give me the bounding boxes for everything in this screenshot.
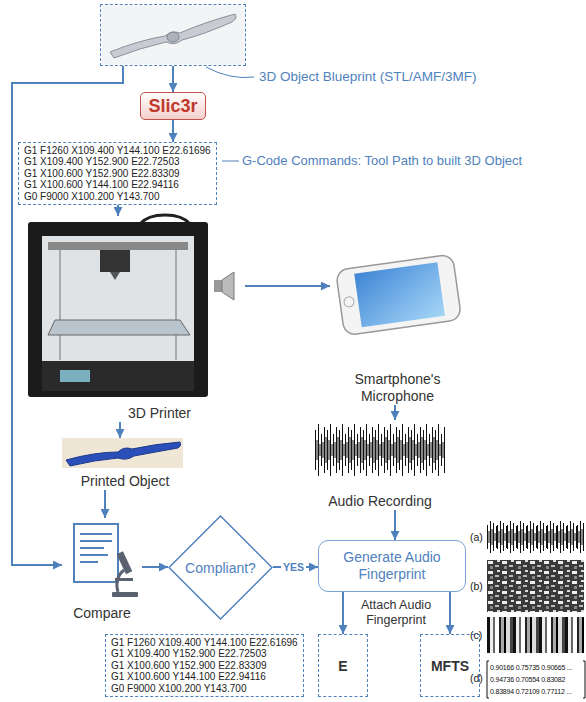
node-text: G1 F1260 X109.400 Y144.100 E22.61696 (24, 145, 211, 156)
panel-label: (c) (470, 629, 482, 641)
node-text: G1 X100.600 Y152.900 E22.83309 (111, 660, 298, 671)
node-text: G1 X100.600 Y152.900 E22.83309 (24, 168, 211, 179)
matrix-row: 0.90166 0.75735 0.90665 ... (490, 663, 572, 673)
blueprint-image: 3D Object Blueprint (STL/AMF/3MF) (100, 4, 246, 66)
node-text: G1 X100.600 Y144.100 E22.94116 (24, 179, 211, 190)
node-text: G1 X109.400 Y152.900 E22.72503 (111, 648, 298, 659)
node-text: G0 F9000 X100.200 Y143.700 (24, 191, 211, 202)
node-text: G1 X109.400 Y152.900 E22.72503 (24, 156, 211, 167)
node-text: G0 F9000 X100.200 Y143.700 (111, 683, 298, 694)
matrix-row: 0.94736 0.70554 0.83082 (490, 675, 565, 685)
node-text: E (338, 658, 347, 674)
flow-arrow (449, 592, 451, 634)
callout-text: G-Code Commands: Tool Path to built 3D O… (242, 153, 522, 168)
flow-arrow (394, 405, 396, 420)
node-text: 3D Printer (128, 405, 191, 422)
flow-arrow (104, 490, 106, 518)
decision-diamond: Compliant? (168, 515, 273, 620)
flow-arrow (172, 120, 174, 142)
flow-arrow (12, 66, 123, 565)
data-box: E (318, 634, 368, 697)
data-box: MFTS (420, 634, 480, 697)
panel-label: (d) (470, 672, 483, 684)
compare-icon: Compare (62, 518, 142, 622)
object-image: Printed Object (60, 438, 190, 490)
node-text: Audio Recording (328, 493, 432, 510)
flow-arrow (342, 592, 344, 634)
flow-arrow (142, 566, 168, 568)
node-text: Generate Audio Fingerprint (327, 549, 457, 583)
matrix-row: 0.83894 0.72109 0.77112 ... (490, 687, 572, 697)
step-label: Attach Audio Fingerprint (352, 598, 440, 628)
panel-label: (b) (470, 580, 483, 592)
waveform-image: Audio Recording (310, 420, 450, 510)
process-box: Generate Audio Fingerprint (318, 540, 466, 592)
edge-label: YES (281, 561, 306, 574)
gcode-box: G1 F1260 X109.400 Y144.100 E22.61696G1 X… (18, 142, 217, 205)
flow-arrow (117, 205, 119, 216)
node-text: MFTS (431, 658, 469, 674)
node-text: G1 F1260 X109.400 Y144.100 E22.61696 (111, 637, 298, 648)
node-text: 3D Object Blueprint (STL/AMF/3MF) (259, 69, 477, 84)
node-text: Printed Object (81, 473, 170, 490)
node-text: Slic3r (148, 95, 197, 117)
node-text: Smartphone's Microphone (330, 371, 465, 405)
node-text: G1 X100.600 Y144.100 E22.94116 (111, 671, 298, 682)
phone-image: Smartphone's Microphone (330, 240, 465, 405)
panel-label: (a) (470, 531, 483, 543)
slicer-logo: Slic3r (140, 92, 206, 120)
gcode-box: G1 F1260 X109.400 Y144.100 E22.61696G1 X… (105, 634, 304, 697)
flow-arrow (119, 422, 121, 438)
flow-arrow (245, 285, 330, 287)
flow-arrow (394, 510, 396, 540)
printer-image: 3D Printer (20, 216, 245, 422)
node-text: Compliant? (185, 560, 256, 576)
node-text: Compare (73, 605, 131, 622)
flow-arrow (172, 66, 174, 92)
